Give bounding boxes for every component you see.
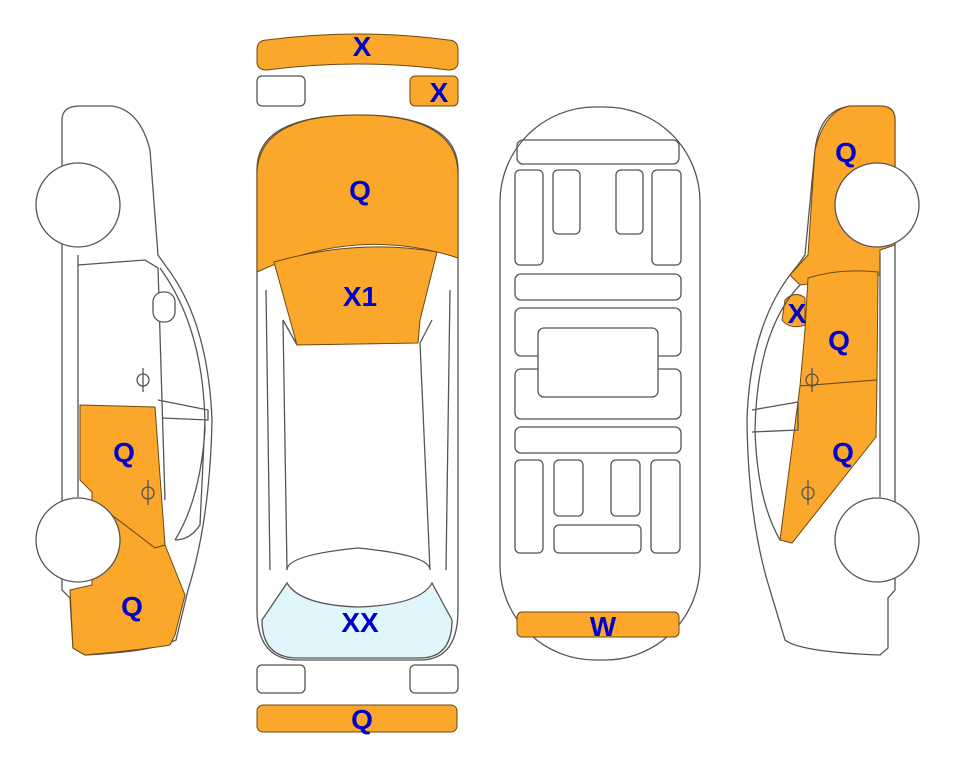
underbody-rear-panel[interactable] (516, 611, 680, 638)
label-right-front-fender: Q (835, 137, 857, 168)
right-rear-wheel (834, 497, 920, 583)
left-rear-wheel (35, 497, 121, 583)
right-side-view: X Q Q Q (746, 105, 920, 656)
label-hood: Q (349, 175, 371, 206)
label-right-front-door: Q (828, 325, 850, 356)
windshield[interactable] (273, 246, 438, 346)
label-rear-window: XX (341, 607, 379, 638)
left-side-view: Q Q (35, 105, 213, 656)
left-mirror (152, 291, 176, 323)
label-front-bumper: X (353, 31, 372, 62)
label-left-rear-door: Q (113, 437, 135, 468)
underbody-view: W (499, 106, 701, 661)
rear-window[interactable] (261, 581, 453, 659)
rear-right-light[interactable] (409, 664, 459, 694)
right-rear-door[interactable] (779, 379, 878, 544)
label-windshield: X1 (343, 281, 377, 312)
front-bumper[interactable] (256, 33, 459, 71)
front-right-light[interactable] (409, 75, 459, 107)
rear-bumper[interactable] (256, 704, 458, 733)
label-left-rear-quarter: Q (121, 591, 143, 622)
front-left-light[interactable] (256, 75, 306, 107)
left-front-wheel (35, 162, 121, 248)
label-front-right-light: X (430, 77, 449, 108)
label-right-rear-door: Q (832, 437, 854, 468)
label-right-mirror: X (788, 298, 807, 329)
top-view: X X Q X1 XX Q (256, 31, 459, 735)
rear-left-light[interactable] (256, 664, 306, 694)
right-front-wheel (834, 162, 920, 248)
label-rear-bumper: Q (351, 704, 373, 735)
hood[interactable] (256, 114, 459, 273)
label-underbody-rear: W (590, 611, 617, 642)
